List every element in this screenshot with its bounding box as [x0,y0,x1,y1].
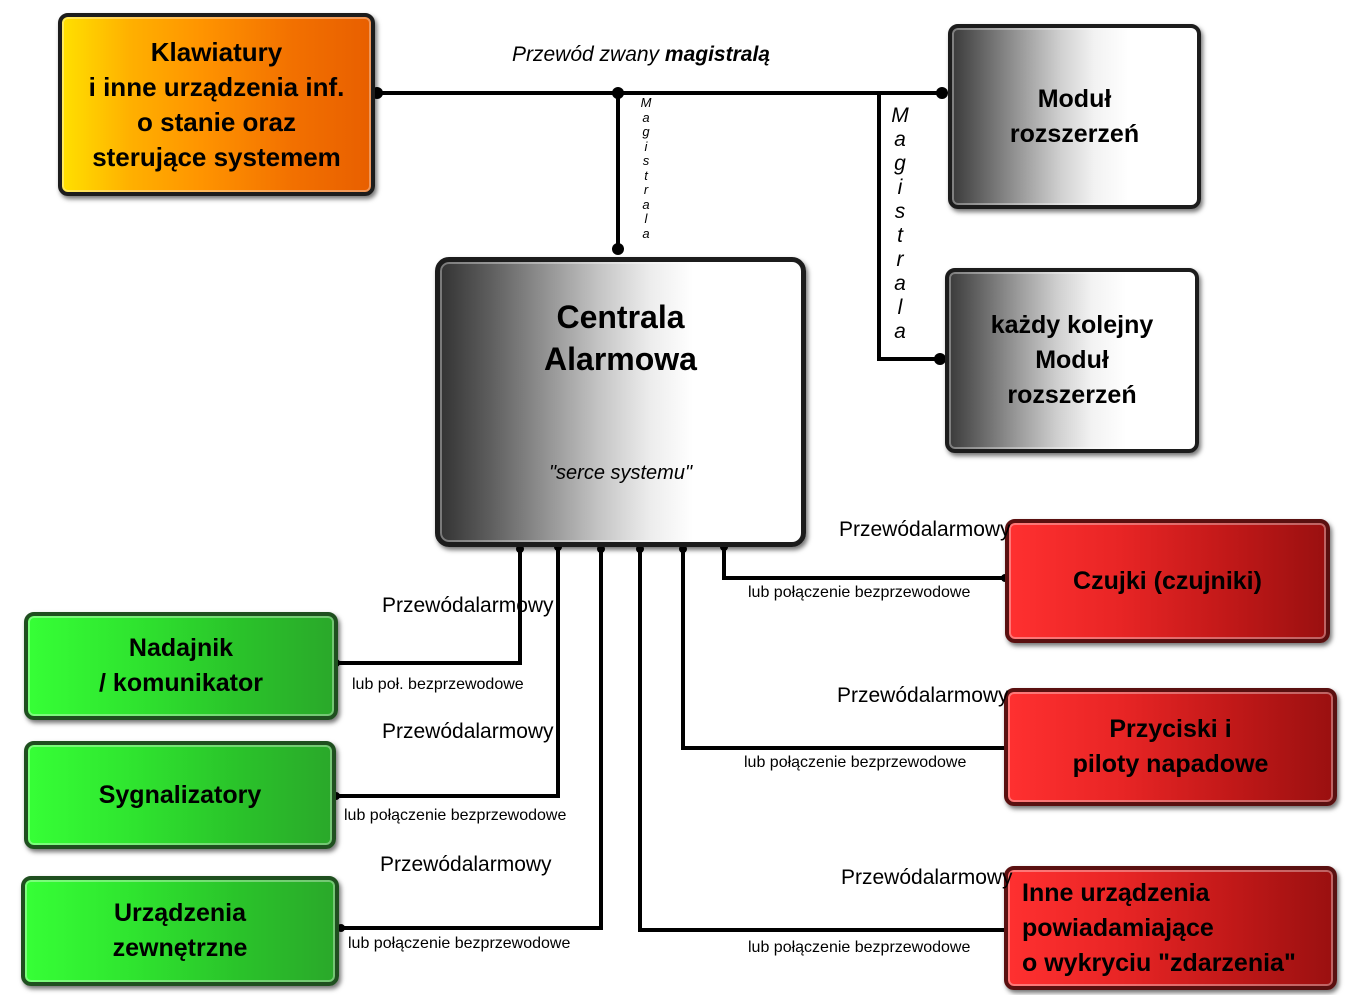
wire-label-signalers: Przewódalarmowy [382,720,554,743]
next-module-line-1: każdy kolejny [990,311,1154,339]
next-module-line-2: Moduł [1035,346,1109,374]
next-expansion-module-box: każdy kolejny Moduł rozszerzeń [945,268,1199,453]
keyboards-line-4: sterujące systemem [92,141,341,172]
transmitter-line-2: / komunikator [99,669,263,697]
panic-buttons-line-2: piloty napadowe [1072,750,1269,778]
panic-buttons-line-1: Przyciski i [1109,715,1232,743]
detectors-line-1: Czujki (czujniki) [1073,566,1262,595]
wireless-label-notification: lub połączenie bezprzewodowe [748,939,971,956]
notification-line-1: Inne urządzenia [1022,878,1210,907]
wire-label-transmitter: Przewódalarmowy [382,594,554,617]
transmitter-line-1: Nadajnik [128,634,234,662]
wire-label-external: Przewódalarmowy [380,853,552,876]
expansion-module-box: Moduł rozszerzeń [948,24,1201,209]
alarm-panel-title: Centrala Alarmowa [440,296,801,380]
panic-buttons-box: Przyciski i piloty napadowe [1004,688,1337,806]
keyboards-line-1: Klawiatury [150,36,283,67]
wireless-label-external: lub połączenie bezprzewodowe [348,935,571,952]
notification-line-2: powiadamiające [1022,913,1214,942]
signalers-box: Sygnalizatory [24,741,336,849]
wire-label-notification: Przewódalarmowy [841,866,1013,889]
signalers-line-1: Sygnalizatory [98,780,262,809]
bus-caption: Przewód zwany magistralą [512,43,770,66]
external-devices-line-2: zewnętrzne [112,934,248,962]
detectors-box: Czujki (czujniki) [1005,519,1330,643]
notification-devices-box: Inne urządzenia powiadamiające o wykryci… [1004,866,1337,990]
wireless-label-signalers: lub połączenie bezprzewodowe [344,807,567,824]
keyboards-line-2: i inne urządzenia inf. [88,71,345,102]
wireless-label-detectors: lub połączenie bezprzewodowe [748,584,971,601]
external-devices-line-1: Urządzenia [114,899,246,927]
alarm-panel-title-line-2: Alarmowa [544,341,697,377]
wire-label-detectors: Przewódalarmowy [839,518,1011,541]
alarm-panel-box: Centrala Alarmowa "serce systemu" [435,257,806,547]
next-module-line-3: rozszerzeń [1007,381,1137,409]
notification-line-3: o wykryciu "zdarzenia" [1022,948,1296,977]
keyboards-box: Klawiatury i inne urządzenia inf. o stan… [58,13,375,196]
transmitter-box: Nadajnik / komunikator [24,612,338,720]
wire-label-panic: Przewódalarmowy [837,684,1009,707]
keyboards-line-3: o stanie oraz [137,106,296,137]
wireless-label-panic: lub połączenie bezprzewodowe [744,754,967,771]
module-line-1: Moduł [1037,84,1112,113]
alarm-panel-subtitle: "serce systemu" [548,462,693,484]
external-devices-box: Urządzenia zewnętrzne [21,876,339,986]
module-line-2: rozszerzeń [1009,119,1140,148]
alarm-panel-title-line-1: Centrala [556,299,685,335]
wireless-label-transmitter: lub poł. bezprzewodowe [352,676,524,693]
